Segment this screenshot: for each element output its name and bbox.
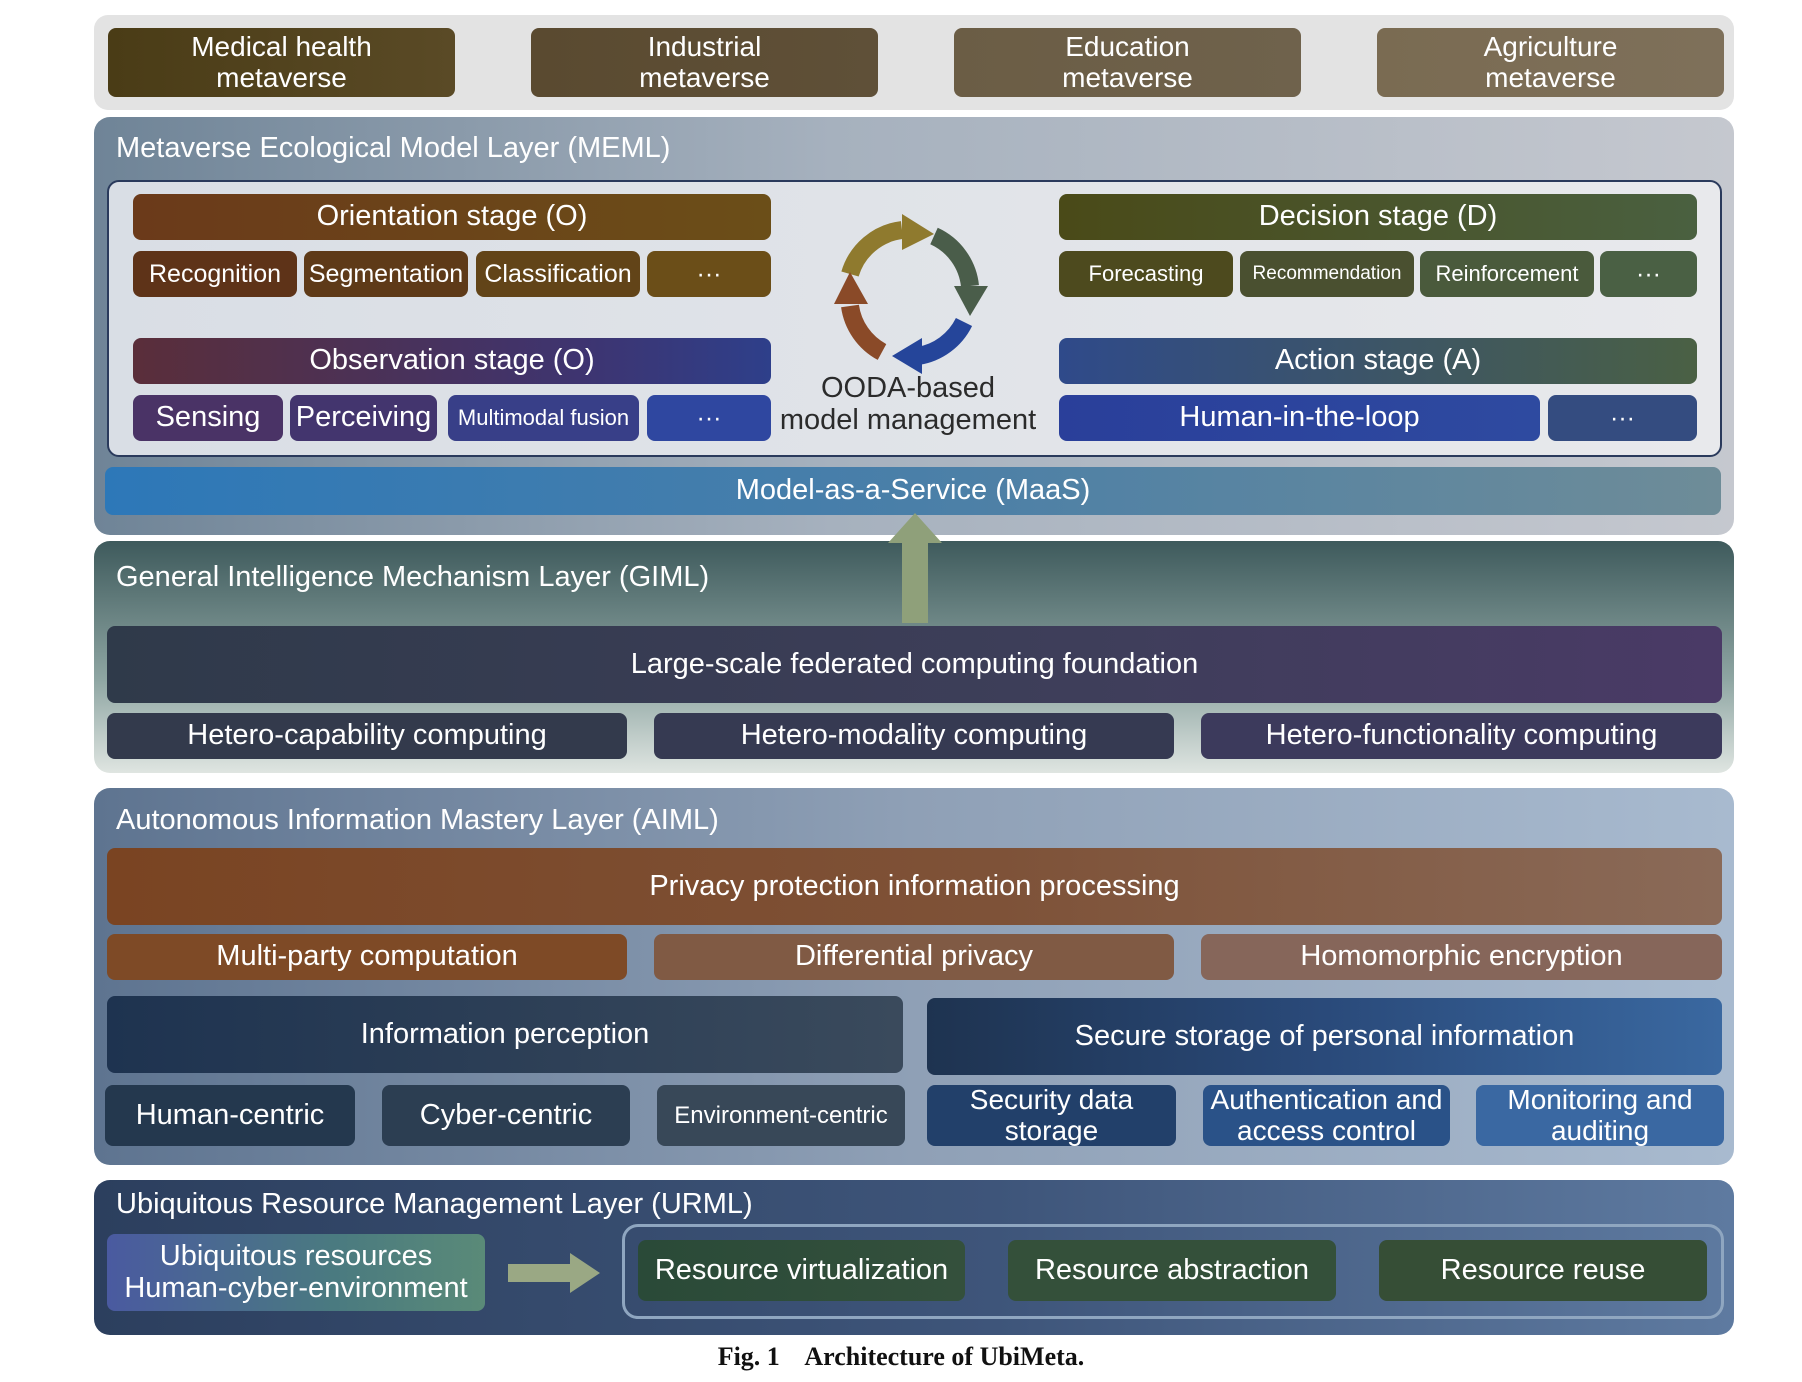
cycle-arrow-bottom bbox=[916, 317, 973, 365]
app-label-line2: metaverse bbox=[1062, 61, 1193, 93]
decision-item-more: ··· bbox=[1600, 251, 1697, 297]
cycle-arrow-right bbox=[929, 227, 979, 288]
privacy-item-differential: Differential privacy bbox=[654, 934, 1174, 980]
orientation-item-classification: Classification bbox=[476, 251, 640, 297]
privacy-item-multi-party: Multi-party computation bbox=[107, 934, 627, 980]
urml-item-reuse: Resource reuse bbox=[1379, 1240, 1707, 1301]
orientation-stage: Orientation stage (O) bbox=[133, 194, 771, 240]
secure-storage: Secure storage of personal information bbox=[927, 998, 1722, 1075]
app-label-line1: Industrial bbox=[647, 31, 762, 63]
giml-item-hetero-functionality: Hetero-functionality computing bbox=[1201, 713, 1722, 759]
storage-item-line2: storage bbox=[1004, 1114, 1099, 1146]
decision-item-recommendation: Recommendation bbox=[1240, 251, 1414, 297]
maas-bar: Model-as-a-Service (MaaS) bbox=[105, 467, 1721, 515]
cycle-arrow-top bbox=[841, 221, 904, 277]
app-label-line2: metaverse bbox=[216, 61, 347, 93]
storage-item-line1: Authentication and bbox=[1210, 1084, 1443, 1116]
cycle-arrowhead-left bbox=[834, 272, 868, 304]
orientation-item-more: ··· bbox=[647, 251, 771, 297]
action-stage: Action stage (A) bbox=[1059, 338, 1697, 384]
ooda-label-line2: model management bbox=[779, 403, 1037, 436]
cycle-arrowhead-top bbox=[902, 214, 934, 250]
observation-item-perceiving: Perceiving bbox=[290, 395, 437, 441]
observation-item-multimodal-fusion: Multimodal fusion bbox=[448, 395, 639, 441]
right-arrow-icon bbox=[508, 1253, 600, 1293]
app-label-line1: Medical health bbox=[191, 31, 372, 63]
ooda-label-line1: OODA-based bbox=[820, 372, 996, 404]
app-label-line1: Education bbox=[1065, 31, 1190, 63]
observation-item-more: ··· bbox=[647, 395, 771, 441]
urml-item-abstraction: Resource abstraction bbox=[1008, 1240, 1336, 1301]
app-label-line2: metaverse bbox=[639, 61, 770, 93]
giml-title: General Intelligence Mechanism Layer (GI… bbox=[116, 561, 710, 593]
up-arrow-icon bbox=[888, 513, 942, 623]
urml-title: Ubiquitous Resource Management Layer (UR… bbox=[116, 1188, 753, 1220]
action-item-human-in-the-loop: Human-in-the-loop bbox=[1059, 395, 1540, 441]
resources-line1: Ubiquitous resources bbox=[159, 1240, 433, 1273]
urml-item-virtualization: Resource virtualization bbox=[638, 1240, 965, 1301]
giml-item-hetero-modality: Hetero-modality computing bbox=[654, 713, 1174, 759]
observation-item-sensing: Sensing bbox=[133, 395, 283, 441]
ooda-label: OODA-based model management bbox=[770, 372, 1046, 437]
decision-stage: Decision stage (D) bbox=[1059, 194, 1697, 240]
federated-foundation: Large-scale federated computing foundati… bbox=[107, 626, 1722, 703]
resource-ops-panel bbox=[622, 1224, 1724, 1319]
giml-item-hetero-capability: Hetero-capability computing bbox=[107, 713, 627, 759]
observation-stage: Observation stage (O) bbox=[133, 338, 771, 384]
orientation-item-recognition: Recognition bbox=[133, 251, 297, 297]
cycle-arrowhead-right bbox=[954, 286, 988, 316]
privacy-processing: Privacy protection information processin… bbox=[107, 848, 1722, 925]
decision-item-forecasting: Forecasting bbox=[1059, 251, 1233, 297]
app-label-line1: Agriculture bbox=[1483, 31, 1618, 63]
storage-item-line1: Security data bbox=[969, 1084, 1134, 1116]
action-item-more: ··· bbox=[1548, 395, 1697, 441]
ooda-cycle-icon bbox=[834, 214, 988, 374]
storage-item-line2: access control bbox=[1237, 1114, 1416, 1146]
decision-item-reinforcement: Reinforcement bbox=[1420, 251, 1594, 297]
storage-item-line1: Monitoring and bbox=[1507, 1084, 1693, 1116]
app-label-line2: metaverse bbox=[1485, 61, 1616, 93]
cycle-arrow-left bbox=[841, 304, 887, 360]
cycle-arrowhead-bottom bbox=[892, 338, 922, 374]
aiml-title: Autonomous Information Mastery Layer (AI… bbox=[116, 804, 719, 836]
perception-item-environment: Environment-centric bbox=[657, 1085, 905, 1146]
information-perception: Information perception bbox=[107, 996, 903, 1073]
privacy-item-homomorphic: Homomorphic encryption bbox=[1201, 934, 1722, 980]
figure-caption: Fig. 1 Architecture of UbiMeta. bbox=[717, 1342, 1085, 1371]
perception-item-human: Human-centric bbox=[105, 1085, 355, 1146]
meml-title: Metaverse Ecological Model Layer (MEML) bbox=[116, 132, 671, 164]
storage-item-line2: auditing bbox=[1550, 1114, 1650, 1146]
orientation-item-segmentation: Segmentation bbox=[304, 251, 468, 297]
resources-line2: Human-cyber-environment bbox=[124, 1271, 468, 1304]
perception-item-cyber: Cyber-centric bbox=[382, 1085, 630, 1146]
